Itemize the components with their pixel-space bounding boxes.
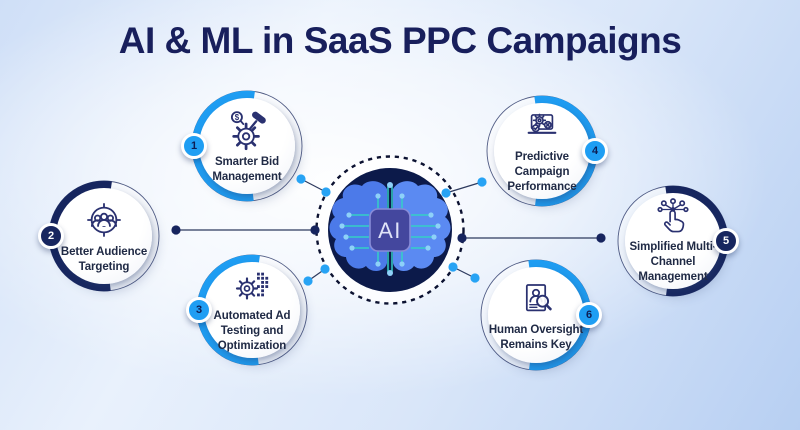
node-number-badge: 4 bbox=[582, 138, 608, 164]
node-face: Predictive Campaign Performance bbox=[494, 103, 590, 199]
gear-pixels-icon bbox=[235, 273, 269, 301]
node-face: Human Oversight Remains Key bbox=[488, 267, 584, 363]
node-label: Human Oversight Remains Key bbox=[488, 323, 584, 351]
node-simplified-multichannel-management: Simplified Multi- Channel Management 5 bbox=[617, 185, 739, 297]
ai-hub: AI bbox=[315, 155, 465, 305]
bid-gavel-gear-icon: $ bbox=[230, 110, 266, 150]
ai-brain-icon: AI bbox=[315, 155, 465, 305]
node-face: Simplified Multi- Channel Management bbox=[625, 193, 721, 289]
node-number-badge: 2 bbox=[38, 223, 64, 249]
node-label: Simplified Multi- Channel Management bbox=[629, 241, 717, 283]
node-face: Automated Ad Testing and Optimization bbox=[204, 262, 300, 358]
node-label: Better Audience Targeting bbox=[60, 245, 148, 273]
node-predictive-campaign-performance: Predictive Campaign Performance 4 bbox=[486, 95, 608, 207]
node-label: Predictive Campaign Performance bbox=[507, 151, 577, 193]
audience-target-icon bbox=[87, 202, 121, 237]
circuit-dots bbox=[339, 182, 441, 276]
tap-network-icon bbox=[657, 198, 689, 233]
person-magnifier-icon bbox=[525, 283, 552, 312]
dollar-symbol: $ bbox=[235, 113, 240, 122]
node-label: Automated Ad Testing and Optimization bbox=[213, 310, 291, 352]
ai-chip bbox=[369, 208, 411, 252]
dashed-ring bbox=[315, 155, 465, 305]
node-smarter-bid-management: $ Smarter Bid Management 1 bbox=[181, 90, 303, 202]
node-automated-ad-testing: Automated Ad Testing and Optimization 3 bbox=[186, 254, 308, 366]
node-label: Smarter Bid Management bbox=[212, 155, 282, 183]
node-face: Better Audience Targeting bbox=[56, 188, 152, 284]
node-face: $ Smarter Bid Management bbox=[199, 98, 295, 194]
node-number-badge: 5 bbox=[713, 228, 739, 254]
node-number-badge: 6 bbox=[576, 302, 602, 328]
page-title: AI & ML in SaaS PPC Campaigns bbox=[118, 20, 682, 61]
node-number-badge: 3 bbox=[186, 297, 212, 323]
node-number-badge: 1 bbox=[181, 133, 207, 159]
node-better-audience-targeting: Better Audience Targeting 2 bbox=[38, 180, 160, 292]
laptop-analysis-icon bbox=[527, 114, 557, 135]
ai-chip-label: AI bbox=[378, 218, 402, 243]
node-human-oversight: Human Oversight Remains Key 6 bbox=[480, 259, 602, 371]
